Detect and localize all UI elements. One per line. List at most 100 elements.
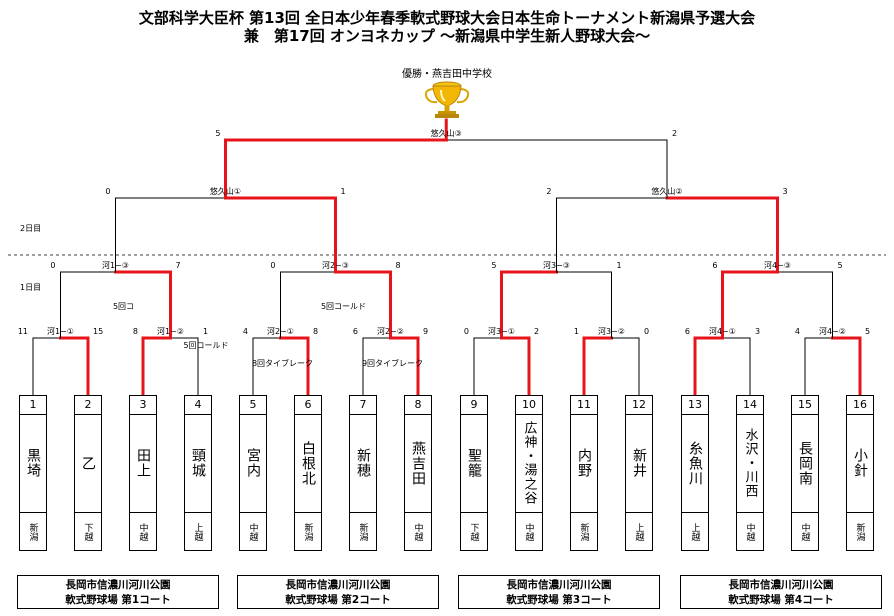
team-box: 1 黒埼新潟 xyxy=(19,395,47,551)
team-name: 田上 xyxy=(135,448,151,478)
match-label: 河3−② xyxy=(598,326,625,336)
score-left: 6 xyxy=(685,327,690,336)
score-right: 2 xyxy=(672,129,677,138)
match-label: 河2−③ xyxy=(322,260,349,270)
team-name: 長岡南 xyxy=(797,440,813,486)
team-name: 広神・湯之谷 xyxy=(521,421,537,505)
match-label: 河2−② xyxy=(377,326,404,336)
match-label: 河3−③ xyxy=(543,260,570,270)
team-name: 聖籠 xyxy=(466,448,482,478)
score-left: 0 xyxy=(270,261,275,270)
venue-line2: 軟式野球場 第2コート xyxy=(285,594,391,606)
score-left: 6 xyxy=(353,327,358,336)
score-left: 5 xyxy=(491,261,496,270)
score-left: 4 xyxy=(243,327,248,336)
team-name: 糸魚川 xyxy=(687,440,703,486)
team-number: 3 xyxy=(130,396,156,415)
venue-line1: 長岡市信濃川河川公園 xyxy=(728,579,834,591)
team-number: 10 xyxy=(516,396,542,415)
team-name: 黒埼 xyxy=(25,448,41,478)
score-left: 0 xyxy=(50,261,55,270)
team-region: 下越 xyxy=(461,512,487,550)
team-number: 13 xyxy=(682,396,708,415)
match-label: 河3−① xyxy=(488,326,515,336)
team-name: 新穂 xyxy=(355,448,371,478)
score-right: 15 xyxy=(93,327,103,336)
score-right: 3 xyxy=(755,327,760,336)
venue-box: 長岡市信濃川河川公園軟式野球場 第2コート xyxy=(237,575,439,609)
team-number: 8 xyxy=(405,396,431,415)
title-line-1: 文部科学大臣杯 第13回 全日本少年春季軟式野球大会日本生命トーナメント新潟県予… xyxy=(138,9,756,27)
team-box: 12 新井上越 xyxy=(625,395,653,551)
team-box: 11 内野新潟 xyxy=(570,395,598,551)
team-name: 新井 xyxy=(631,448,647,478)
match-label: 河1−② xyxy=(157,326,184,336)
score-right: 5 xyxy=(838,261,843,270)
team-number: 4 xyxy=(185,396,211,415)
score-right: 9 xyxy=(423,327,428,336)
team-region: 新潟 xyxy=(847,512,873,550)
score-left: 6 xyxy=(712,261,717,270)
match-label: 河1−① xyxy=(47,326,74,336)
score-left: 5 xyxy=(215,129,220,138)
day2-label: 2日目 xyxy=(20,224,42,233)
team-box: 6 白根北新潟 xyxy=(294,395,322,551)
team-number: 2 xyxy=(75,396,101,415)
team-region: 新潟 xyxy=(295,512,321,550)
match-note: 5回コールド xyxy=(321,302,366,311)
team-number: 6 xyxy=(295,396,321,415)
score-right: 3 xyxy=(783,187,788,196)
winner-label: 優勝・燕吉田中学校 xyxy=(402,69,492,80)
team-region: 新潟 xyxy=(20,512,46,550)
match-label: 悠久山③ xyxy=(431,128,462,138)
venue-box: 長岡市信濃川河川公園軟式野球場 第4コート xyxy=(680,575,882,609)
team-number: 5 xyxy=(240,396,266,415)
match-label: 悠久山① xyxy=(210,186,241,196)
score-left: 0 xyxy=(464,327,469,336)
team-region: 上越 xyxy=(682,512,708,550)
score-right: 1 xyxy=(341,187,346,196)
match-label: 河4−② xyxy=(819,326,846,336)
day1-label: 1日目 xyxy=(20,283,42,292)
venue-line2: 軟式野球場 第1コート xyxy=(65,594,171,606)
score-right: 8 xyxy=(313,327,318,336)
score-left: 0 xyxy=(105,187,110,196)
team-region: 上越 xyxy=(626,512,652,550)
team-region: 中越 xyxy=(240,512,266,550)
venue-box: 長岡市信濃川河川公園軟式野球場 第1コート xyxy=(17,575,219,609)
team-name: 白根北 xyxy=(300,440,316,486)
team-name: 宮内 xyxy=(245,448,261,478)
team-region: 新潟 xyxy=(571,512,597,550)
team-number: 12 xyxy=(626,396,652,415)
score-left: 4 xyxy=(795,327,800,336)
match-note: 5回コ xyxy=(113,302,134,311)
score-right: 2 xyxy=(534,327,539,336)
team-box: 13 糸魚川上越 xyxy=(681,395,709,551)
team-name: 頸城 xyxy=(190,448,206,478)
team-number: 1 xyxy=(20,396,46,415)
match-note: 8回タイブレーク xyxy=(252,358,313,368)
match-note: 9回タイブレーク xyxy=(362,358,423,368)
team-box: 5 宮内中越 xyxy=(239,395,267,551)
trophy-icon xyxy=(424,81,470,118)
team-region: 上越 xyxy=(185,512,211,550)
score-right: 1 xyxy=(617,261,622,270)
match-label: 河1−③ xyxy=(102,260,129,270)
venue-line1: 長岡市信濃川河川公園 xyxy=(65,579,171,591)
team-name: 小針 xyxy=(852,448,868,478)
team-region: 中越 xyxy=(405,512,431,550)
team-name: 内野 xyxy=(576,448,592,478)
score-left: 2 xyxy=(546,187,551,196)
venue-box: 長岡市信濃川河川公園軟式野球場 第3コート xyxy=(458,575,660,609)
score-right: 8 xyxy=(396,261,401,270)
venue-line1: 長岡市信濃川河川公園 xyxy=(506,579,612,591)
team-number: 11 xyxy=(571,396,597,415)
team-name: 乙 xyxy=(80,455,96,471)
team-number: 14 xyxy=(737,396,763,415)
